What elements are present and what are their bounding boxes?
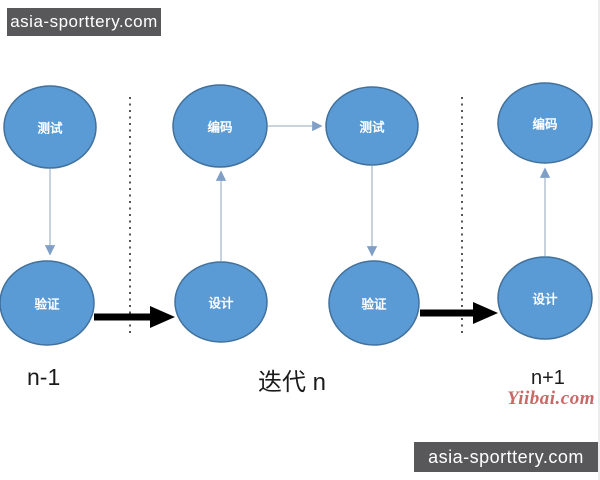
node-code-n-label: 编码 (207, 119, 232, 134)
node-verify-n: 验证 (328, 260, 420, 346)
node-verify-n1: 验证 (0, 260, 95, 346)
node-verify-n1-label: 验证 (34, 296, 60, 311)
node-test-n: 测试 (325, 86, 419, 166)
section-label-n-minus-1: n-1 (27, 364, 61, 390)
site-label-bottom: asia-sporttery.com (414, 442, 598, 472)
node-design-n: 设计 (174, 261, 268, 343)
node-verify-n-label: 验证 (361, 296, 387, 311)
node-design-np1: 设计 (497, 256, 593, 340)
section-label-iteration-n: 迭代 n (258, 369, 327, 396)
site-label-top: asia-sporttery.com (7, 8, 161, 36)
thick-arrow-n1-to-n (94, 306, 175, 328)
yiibai-watermark: Yiibai.com (507, 388, 595, 409)
node-test-n1-label: 测试 (37, 120, 63, 135)
node-test-n-label: 测试 (359, 119, 385, 134)
node-test-n1: 测试 (3, 85, 97, 169)
node-code-np1: 编码 (497, 82, 593, 164)
section-label-n-plus-1: n+1 (531, 367, 565, 389)
node-design-n-label: 设计 (208, 295, 234, 310)
node-code-n: 编码 (172, 84, 268, 168)
node-code-np1-label: 编码 (532, 116, 557, 131)
node-design-np1-label: 设计 (532, 291, 558, 306)
thick-arrow-n-to-np1 (420, 302, 498, 324)
